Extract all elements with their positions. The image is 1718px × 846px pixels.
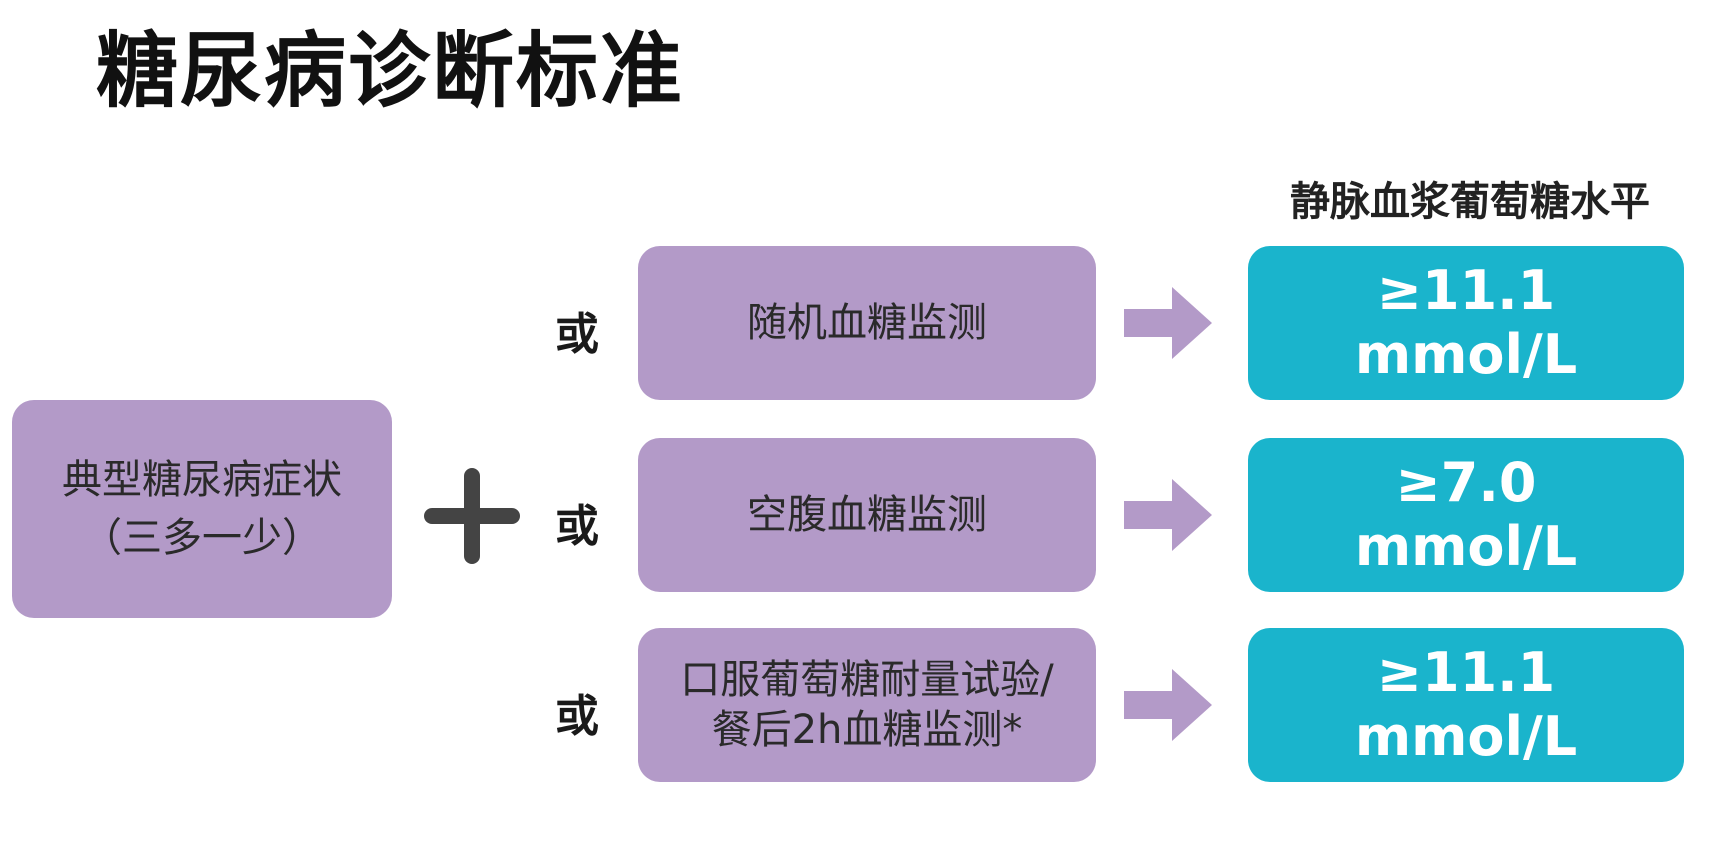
or-label: 或 [555,691,599,742]
threshold-unit: mmol/L [1354,705,1578,768]
method-label: 空腹血糖监测 [747,492,987,538]
threshold-value: ≥7.0 [1395,451,1537,514]
value-box-ogtt: ≥11.1 mmol/L [1248,628,1684,782]
method-box-random: 随机血糖监测 [638,246,1096,400]
symptom-label: 典型糖尿病症状 [62,457,342,503]
or-label: 或 [555,309,599,360]
method-label: 随机血糖监测 [747,300,987,346]
threshold-unit: mmol/L [1354,515,1578,578]
threshold-value: ≥11.1 [1376,641,1556,704]
value-box-random: ≥11.1 mmol/L [1248,246,1684,400]
arrow-right-icon [1124,669,1212,741]
method-label: 口服葡萄糖耐量试验/ [680,657,1054,703]
value-box-fasting: ≥7.0 mmol/L [1248,438,1684,592]
method-box-ogtt: 口服葡萄糖耐量试验/ 餐后2h血糖监测* [638,628,1096,782]
arrow-right-icon [1124,287,1212,359]
page-title: 糖尿病诊断标准 [96,24,685,119]
arrow-right-icon [1124,479,1212,551]
method-box-fasting: 空腹血糖监测 [638,438,1096,592]
symptom-box: 典型糖尿病症状 （三多一少） [12,400,392,618]
threshold-value: ≥11.1 [1376,259,1556,322]
or-label: 或 [555,501,599,552]
method-sublabel: 餐后2h血糖监测* [711,707,1023,753]
threshold-unit: mmol/L [1354,323,1578,386]
column-header: 静脉血浆葡萄糖水平 [1290,179,1650,225]
symptom-sublabel: （三多一少） [82,515,322,561]
plus-icon [424,468,520,564]
